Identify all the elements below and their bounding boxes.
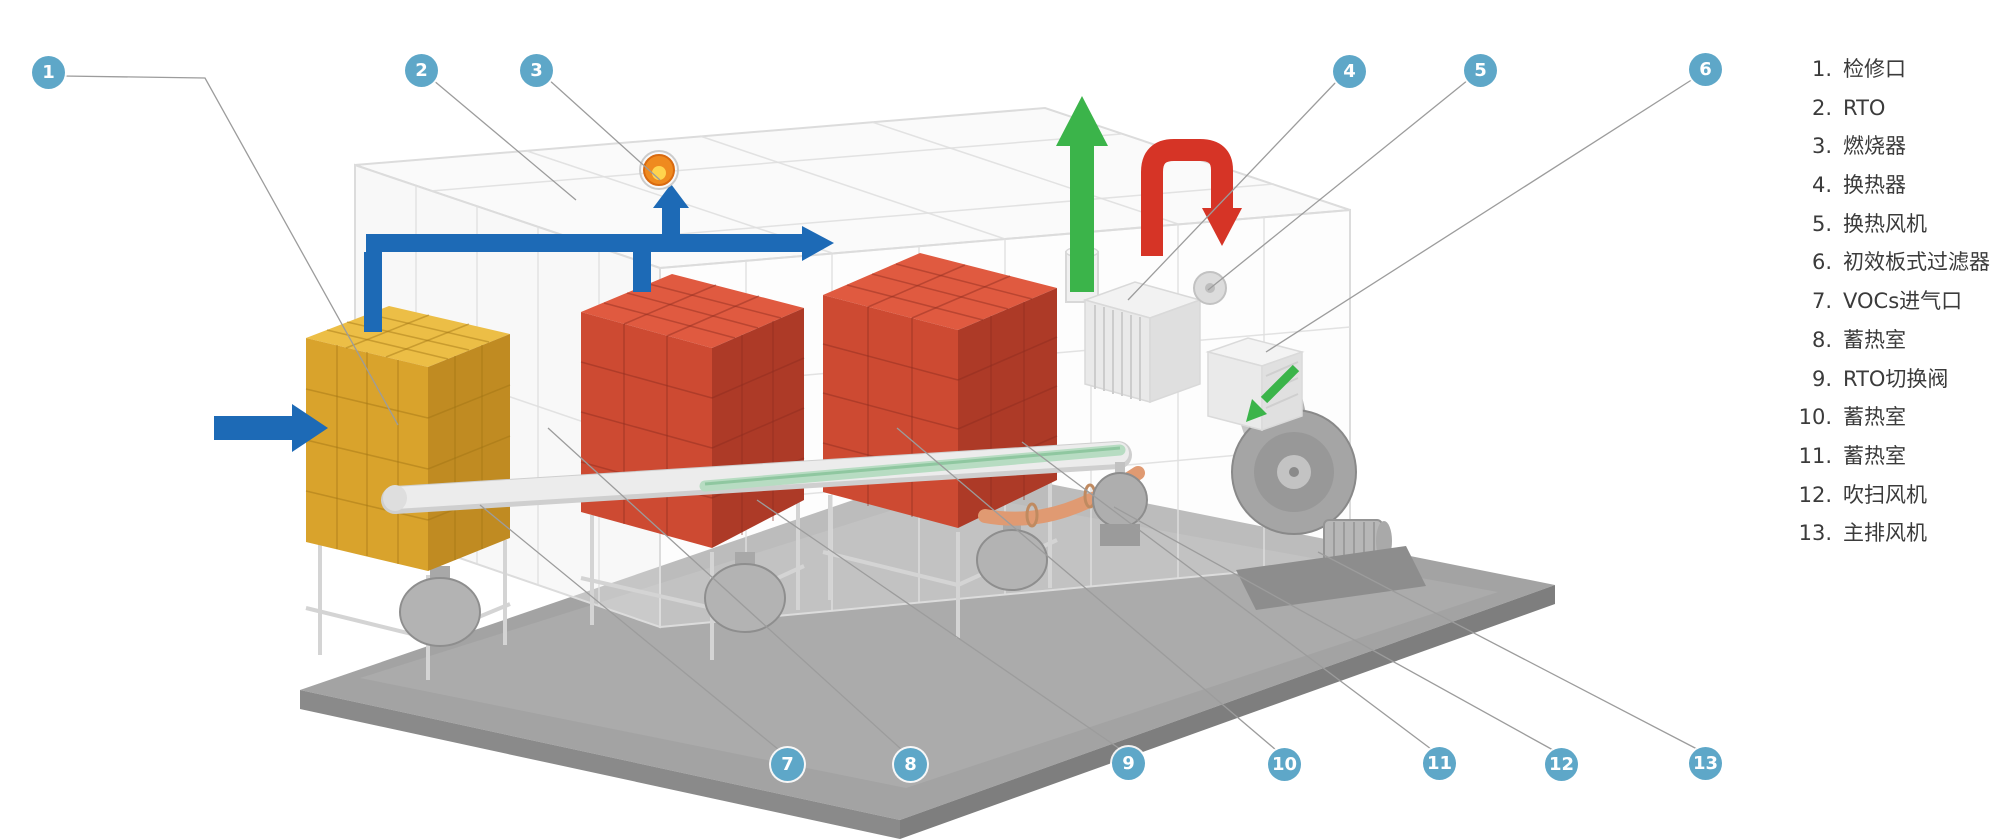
legend-item-13: 13. 主排风机 <box>1790 520 1990 559</box>
legend-item-label: 燃烧器 <box>1843 134 1906 159</box>
legend-item-label: 换热风机 <box>1843 211 1927 236</box>
legend-item-number: 1. <box>1811 57 1832 81</box>
legend-item-12: 12. 吹扫风机 <box>1790 482 1990 521</box>
legend-item-6: 6. 初效板式过滤器 <box>1790 249 1990 288</box>
callout-3: 3 <box>520 54 553 87</box>
callout-10: 10 <box>1268 748 1301 781</box>
heat-storage-chamber-middle <box>580 274 805 548</box>
legend-item-9: 9. RTO切换阀 <box>1790 366 1990 405</box>
legend-item-11: 11. 蓄热室 <box>1790 443 1990 482</box>
legend-item-label: 蓄热室 <box>1843 443 1906 468</box>
callout-number: 11 <box>1426 753 1453 774</box>
callout-5: 5 <box>1464 54 1497 87</box>
legend-item-1: 1. 检修口 <box>1790 56 1990 95</box>
legend-item-number: 5. <box>1811 211 1832 236</box>
legend-item-number: 12. <box>1798 482 1832 507</box>
legend-item-7: 7. VOCs进气口 <box>1790 288 1990 327</box>
clean-air-arrow <box>1056 96 1108 292</box>
legend-item-3: 3. 燃烧器 <box>1790 133 1990 172</box>
primary-panel-filter <box>1205 337 1305 432</box>
callout-12: 12 <box>1545 748 1578 781</box>
callout-number: 9 <box>1122 753 1135 774</box>
filter-inflow-arrow <box>1246 364 1300 422</box>
callout-number: 12 <box>1548 754 1575 775</box>
callout-9: 9 <box>1112 747 1145 780</box>
callout-7: 7 <box>771 748 804 781</box>
base-platform <box>300 465 1555 839</box>
legend-item-number: 7. <box>1811 289 1832 314</box>
legend-item-label: 蓄热室 <box>1843 327 1906 352</box>
legend-item-5: 5. 换热风机 <box>1790 211 1990 250</box>
legend-item-number: 9. <box>1811 366 1832 391</box>
callout-number: 3 <box>530 60 543 81</box>
callout-11: 11 <box>1423 747 1456 780</box>
legend-item-number: 13. <box>1798 521 1832 546</box>
blue-duct-flow <box>364 184 834 332</box>
legend-item-number: 4. <box>1811 173 1832 198</box>
legend-item-number: 3. <box>1811 134 1832 159</box>
callout-6: 6 <box>1689 53 1722 86</box>
callout-number: 6 <box>1699 59 1712 80</box>
callout-13: 13 <box>1689 747 1722 780</box>
legend-item-number: 10. <box>1798 405 1832 430</box>
legend-item-label: RTO切换阀 <box>1843 366 1949 391</box>
callout-number: 1 <box>42 62 55 83</box>
callout-1: 1 <box>32 56 65 89</box>
legend-item-number: 11. <box>1798 443 1832 468</box>
callout-number: 4 <box>1343 61 1356 82</box>
main-exhaust-fan <box>1231 388 1426 610</box>
legend-item-label: 初效板式过滤器 <box>1843 250 1990 275</box>
legend-item-label: 主排风机 <box>1843 521 1927 546</box>
callout-number: 10 <box>1271 754 1298 775</box>
legend-item-number: 2. <box>1811 95 1832 120</box>
heat-storage-chamber-right <box>822 253 1058 528</box>
burner-flame-icon <box>639 150 679 190</box>
legend-item-10: 10. 蓄热室 <box>1790 404 1990 443</box>
callout-number: 2 <box>415 60 428 81</box>
legend-item-8: 8. 蓄热室 <box>1790 327 1990 366</box>
legend-item-4: 4. 换热器 <box>1790 172 1990 211</box>
legend-item-number: 6. <box>1811 250 1832 275</box>
legend-item-number: 8. <box>1811 327 1832 352</box>
hot-gas-arrow <box>1141 139 1242 256</box>
callout-number: 5 <box>1474 60 1487 81</box>
legend-item-label: VOCs进气口 <box>1843 289 1963 314</box>
purge-pipe <box>699 444 1126 492</box>
legend: 1. 检修口 2. RTO 3. 燃烧器 4. 换热器 5. 换热风机 6. 初效板式过滤器… <box>1790 56 1990 559</box>
legend-item-label: 检修口 <box>1843 57 1906 81</box>
callout-2: 2 <box>405 54 438 87</box>
vocs-inlet-arrow <box>214 404 328 452</box>
callout-number: 8 <box>904 754 917 775</box>
legend-item-2: 2. RTO <box>1790 95 1990 134</box>
legend-item-label: 蓄热室 <box>1843 405 1906 430</box>
rto-switch-valves <box>399 520 1048 647</box>
legend-item-label: RTO <box>1843 95 1886 120</box>
legend-item-label: 吹扫风机 <box>1843 482 1927 507</box>
callout-4: 4 <box>1333 55 1366 88</box>
purge-fan <box>1092 462 1148 546</box>
legend-item-label: 换热器 <box>1843 173 1906 198</box>
heat-storage-chamber-yellow <box>305 306 511 571</box>
callout-number: 7 <box>781 754 794 775</box>
callout-number: 13 <box>1692 753 1719 774</box>
leader-lines <box>61 75 1698 751</box>
callout-8: 8 <box>894 748 927 781</box>
